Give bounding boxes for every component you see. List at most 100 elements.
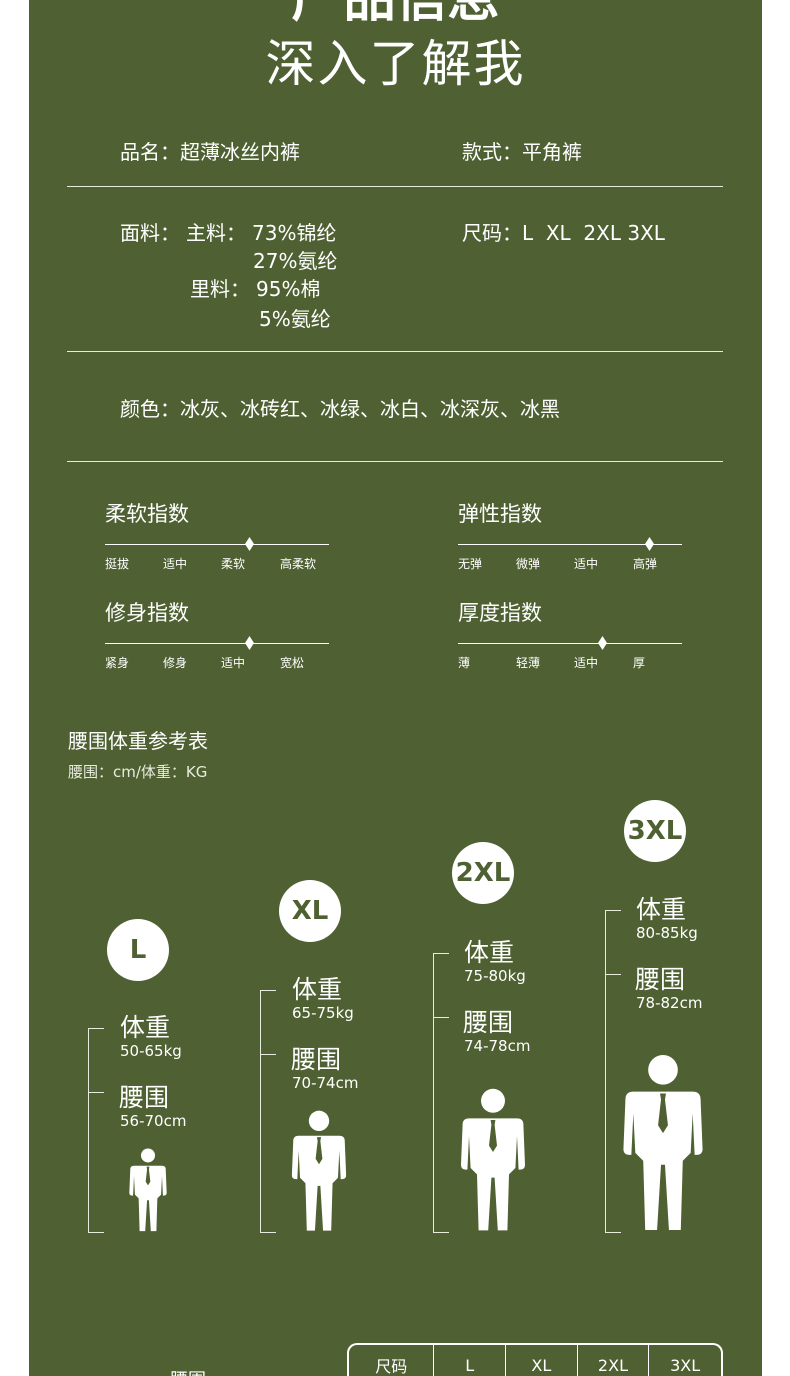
index-label: 微弹 [516,557,541,571]
weight-label: 体重 [464,938,515,967]
weight-value: 80-85kg [636,924,698,942]
index-label: 薄 [458,656,471,670]
lining-2: 5%氨纶 [259,307,331,331]
index-label: 宽松 [280,656,305,670]
weight-value: 75-80kg [464,967,526,985]
table-header-cell: 2XL [578,1345,650,1376]
index-scale-line [105,544,329,545]
size-value: L XL 2XL 3XL [522,221,665,245]
waist-value: 78-82cm [636,994,703,1012]
chart-title: 腰围体重参考表 [68,729,208,753]
size-badge: 3XL [624,800,686,862]
product-style: 款式：平角裤 [462,136,582,165]
index-label: 适中 [574,656,599,670]
table-header-cell: XL [506,1345,578,1376]
bracket-tick [260,1232,276,1233]
bracket-tick [88,1232,104,1233]
weight-value: 65-75kg [292,1004,354,1022]
index-label: 高柔软 [280,557,317,571]
index-label: 适中 [221,656,246,670]
index-marker [598,636,607,650]
size-badge: L [107,919,169,981]
bracket-line [88,1028,89,1232]
main-label: 主料： [186,221,246,245]
waist-label: 腰围 [635,965,686,994]
size-badge: XL [279,880,341,942]
index-label: 挺拔 [105,557,130,571]
style-label: 款式： [462,140,522,164]
bracket-tick [433,953,449,954]
index-label: 轻薄 [516,656,541,670]
colors: 颜色：冰灰、冰砖红、冰绿、冰白、冰深灰、冰黑 [120,393,560,422]
index-title: 修身指数 [105,601,189,625]
bracket-tick [605,1232,621,1233]
bracket-tick [433,1017,449,1018]
index-marker [245,537,254,551]
index-scale-line [105,643,329,644]
index-title: 厚度指数 [458,601,542,625]
bracket-tick [260,1054,276,1055]
table-header-cell: 尺码 [349,1345,435,1376]
fabric-label: 面料： [120,221,180,245]
size-label: 尺码： [462,221,522,245]
bracket-tick [605,910,621,911]
name-label: 品名： [120,140,180,164]
index-scale-line [458,544,682,545]
person-icon [127,1148,169,1232]
section-title: 产品信息 [29,0,762,31]
index-scale-line [458,643,682,644]
waist-label: 腰围 [119,1083,170,1112]
main-1: 73%锦纶 [252,221,337,245]
weight-label: 体重 [292,975,343,1004]
waist-label: 腰围 [463,1008,514,1037]
bracket-tick [433,1232,449,1233]
table-header-cell: 3XL [670,1355,701,1375]
style-value: 平角裤 [522,140,582,164]
index-marker [245,636,254,650]
divider [67,186,723,187]
index-label: 柔软 [221,557,246,571]
weight-label: 体重 [636,895,687,924]
divider [67,351,723,352]
index-label: 修身 [163,656,188,670]
index-label: 厚 [633,656,646,670]
person-icon [291,1110,347,1232]
index-label: 适中 [163,557,188,571]
color-label: 颜色： [120,397,180,421]
person-icon [623,1054,703,1232]
divider [67,461,723,462]
table-header-cell: L [434,1345,506,1376]
chart-units: 腰围：cm/体重：KG [68,763,208,781]
lining-label: 里料： [190,277,250,301]
size-badge: 2XL [452,842,514,904]
product-name: 品名：超薄冰丝内裤 [120,136,300,165]
waist-value: 74-78cm [464,1037,531,1055]
index-title: 弹性指数 [458,502,542,526]
bracket-tick [88,1028,104,1029]
product-info-panel: 产品信息 深入了解我 品名：超薄冰丝内裤 款式：平角裤 面料： 主料： 73%锦… [29,0,762,1376]
name-value: 超薄冰丝内裤 [180,140,300,164]
index-label: 高弹 [633,557,658,571]
main-2: 27%氨纶 [253,249,338,273]
person-icon [461,1088,525,1232]
weight-label: 体重 [120,1013,171,1042]
waist-value: 70-74cm [292,1074,359,1092]
bracket-tick [260,990,276,991]
index-label: 适中 [574,557,599,571]
index-marker [645,537,654,551]
waist-label: 腰围 [291,1045,342,1074]
bracket-line [433,953,434,1232]
bracket-tick [88,1092,104,1093]
waist-value: 56-70cm [120,1112,187,1130]
sizes: 尺码：L XL 2XL 3XL [462,217,665,246]
index-label: 无弹 [458,557,483,571]
bracket-tick [605,974,621,975]
table-row-label: 腰围 [170,1366,206,1376]
index-label: 紧身 [105,656,130,670]
bracket-line [260,990,261,1232]
lining-1: 95%棉 [256,277,321,301]
index-title: 柔软指数 [105,502,189,526]
weight-value: 50-65kg [120,1042,182,1060]
section-subtitle: 深入了解我 [265,35,526,93]
